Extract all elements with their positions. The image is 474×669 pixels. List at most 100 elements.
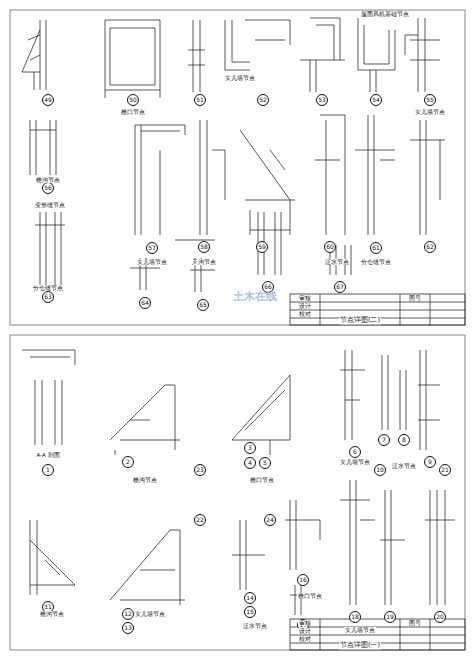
callout-number: 8 [402,437,406,443]
callout-number: 64 [141,300,149,306]
callout-circle: 14 [244,592,256,604]
callout-circle: 23 [194,464,206,476]
detail-caption: 女儿墙节点 [224,75,256,81]
detail-caption: 变形缝节点 [34,202,66,208]
callout-number: 20 [436,614,444,620]
callout-number: 2 [126,459,130,465]
detail-caption: 檐口节点 [249,477,275,483]
detail-caption: 女儿墙节点 [136,259,168,265]
callout-number: 6 [353,449,357,455]
callout-number: 19 [386,614,394,620]
detail-caption: 泛水节点 [391,463,417,469]
callout-circle: 12 [122,608,134,620]
detail-caption: 图号 [408,620,422,626]
callout-circle: 64 [139,297,151,309]
callout-number: 4 [248,460,252,466]
callout-number: 67 [336,284,344,290]
callout-circle: 18 [349,611,361,623]
callout-circle: 56 [42,182,54,194]
callout-number: 52 [259,97,267,103]
detail-caption: 分仓缝节点 [32,285,64,291]
detail-caption: 檐沟节点 [132,477,158,483]
callout-number: 18 [351,614,359,620]
detail-caption: 泛水节点 [242,623,268,629]
callout-number: 21 [441,467,449,473]
callout-number: 5 [263,460,267,466]
callout-number: 66 [264,284,272,290]
callout-number: 54 [372,97,380,103]
callout-circle: 24 [264,514,276,526]
detail-caption: 天沟节点 [191,259,217,265]
detail-caption: 檐沟节点 [35,177,61,183]
callout-number: 15 [246,609,254,615]
callout-number: 1 [46,467,50,473]
detail-caption: 设计 [298,628,312,634]
callout-circle: 6 [349,446,361,458]
callout-number: 12 [124,611,132,617]
callout-number: 14 [246,595,254,601]
detail-caption: 女儿墙节点 [414,109,446,115]
callout-circle: 61 [370,242,382,254]
callout-circle: 51 [194,94,206,106]
callout-circle: 22 [194,514,206,526]
callout-number: 62 [426,244,434,250]
callout-number: 56 [44,185,52,191]
detail-caption: 檐口节点 [120,109,146,115]
callout-circle: 59 [256,241,268,253]
callout-circle: 2 [122,456,134,468]
detail-caption: 檐口节点 [297,593,323,599]
callout-circle: 19 [384,611,396,623]
callout-number: 10 [376,467,384,473]
callout-circle: 60 [324,241,336,253]
detail-caption: 屋面风机基础节点 [360,11,410,17]
callout-number: 11 [44,604,52,610]
callout-number: 3 [248,445,252,451]
detail-caption: A-A 剖面 [35,452,60,458]
callout-circle: 9 [424,456,436,468]
detail-caption: 女儿墙节点 [134,611,166,617]
callout-circle: 20 [434,611,446,623]
callout-circle: 65 [197,299,209,311]
callout-circle: 49 [42,94,54,106]
callout-circle: 5 [259,457,271,469]
detail-caption: 审核 [298,620,312,626]
callout-number: 51 [196,97,204,103]
sheet-title: 节点详图(二) [339,317,381,324]
detail-caption: 设计 [298,303,312,309]
callout-number: 22 [196,517,204,523]
callout-circle: 50 [127,94,139,106]
callout-circle: 10 [374,464,386,476]
callout-number: 61 [372,245,380,251]
callout-circle: 21 [439,464,451,476]
callout-number: 60 [326,244,334,250]
detail-caption: 校对 [298,636,312,642]
callout-number: 49 [44,97,52,103]
callout-circle: 7 [378,434,390,446]
callout-number: 63 [44,294,52,300]
callout-number: 9 [428,459,432,465]
callout-circle: 63 [42,291,54,303]
detail-caption: 分仓缝节点 [360,259,392,265]
callout-circle: 1 [42,464,54,476]
detail-caption: 审核 [298,295,312,301]
detail-caption: 图号 [408,295,422,301]
callout-circle: 52 [257,94,269,106]
callout-circle: 57 [146,242,158,254]
callout-number: 16 [299,577,307,583]
callout-number: 13 [124,625,132,631]
callout-number: 59 [258,244,266,250]
callout-number: 55 [426,97,434,103]
callout-circle: 16 [297,574,309,586]
callout-number: 53 [318,97,326,103]
callout-circle: 58 [198,241,210,253]
callout-circle: 55 [424,94,436,106]
callout-circle: 13 [122,622,134,634]
callout-circle: 3 [244,442,256,454]
callout-number: 24 [266,517,274,523]
callout-number: 65 [199,302,207,308]
detail-caption: 女儿墙节点 [344,627,376,633]
detail-caption: 檐沟节点 [39,611,65,617]
callout-number: 57 [148,245,156,251]
